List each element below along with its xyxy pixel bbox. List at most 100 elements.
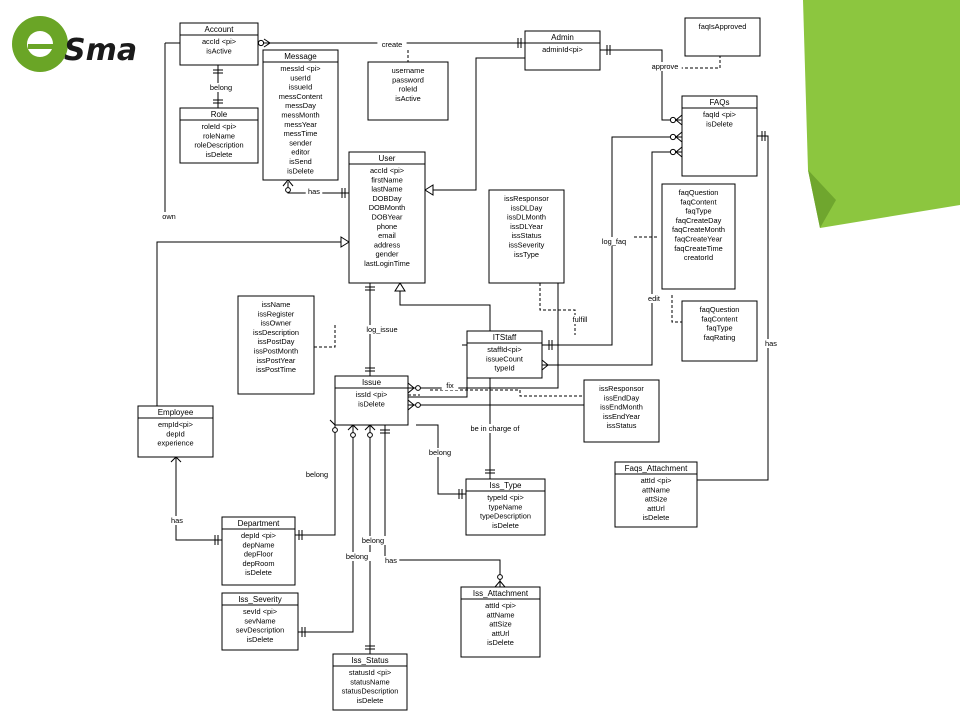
relationship-label-bg <box>302 470 332 479</box>
entity-iss-responsor[interactable]: issResponsorissDLDayissDLMonthissDLYeari… <box>488 189 565 284</box>
entity-attribute: messYear <box>284 120 317 129</box>
entity-box <box>221 516 296 586</box>
entity-issue-fields[interactable]: issNameissRegisterissOwnerissDescription… <box>237 295 315 395</box>
entity-attribute: DOBMonth <box>369 203 406 212</box>
entity-attribute: creatorId <box>684 253 713 262</box>
logo-text: Sma <box>64 33 137 68</box>
entity-box <box>466 330 543 379</box>
entity-attribute: faqType <box>685 207 711 216</box>
relationship-label-fix: fix <box>446 381 454 390</box>
esmart-logo: Sma <box>0 0 140 90</box>
entity-attribute: issStatus <box>607 421 637 430</box>
entity-box <box>488 189 565 284</box>
entity-attribute: issResponsor <box>599 384 644 393</box>
entity-box <box>179 107 259 164</box>
relationship-label-create: create <box>382 40 403 49</box>
relationship-label-be-in-charge-of: be in charge of <box>471 424 521 433</box>
entity-attribute: depName <box>242 540 274 549</box>
entity-title: Account <box>205 25 235 34</box>
relationship-label-bg <box>597 237 631 246</box>
entity-attribute: issType <box>514 250 539 259</box>
entity-attribute: staffId<pi> <box>487 345 521 354</box>
entity-faq-content[interactable]: faqQuestionfaqContentfaqTypefaqCreateDay… <box>661 183 736 290</box>
entity-attribute: depId <box>166 429 185 438</box>
entity-attribute: roleId <box>399 85 418 94</box>
relationship-label-belong-dept: belong <box>306 470 328 479</box>
entity-attribute: issPostTime <box>256 365 296 374</box>
entity-box <box>262 49 339 181</box>
entity-attribute: lastName <box>371 185 402 194</box>
entity-box <box>661 183 736 290</box>
entity-attribute: lastLoginTime <box>364 259 410 268</box>
entity-attribute: sevId <pi> <box>243 607 277 616</box>
entity-attribute: issRegister <box>258 309 295 318</box>
entity-attribute: issSeverity <box>509 241 545 250</box>
entity-faq-approved[interactable]: faqIsApproved <box>684 17 761 57</box>
entity-title: Iss_Type <box>489 481 522 490</box>
entity-attribute: typeName <box>489 502 523 511</box>
entity-attribute: attSize <box>489 620 512 629</box>
entity-title: Issue <box>362 378 382 387</box>
entity-attribute: messTime <box>284 129 318 138</box>
entity-attribute: username <box>392 66 425 75</box>
entity-attribute: sevName <box>244 616 275 625</box>
entity-attribute: faqIsApproved <box>699 22 747 31</box>
relationship-label-has-employee: has <box>171 516 183 525</box>
relationship-label-belong-status: belong <box>346 552 368 561</box>
entity-box <box>367 61 449 121</box>
entity-attribute: isDelete <box>206 150 233 159</box>
entity-attribute: gender <box>375 250 399 259</box>
relationship-label-bg <box>305 187 323 196</box>
entity-title: Iss_Status <box>351 656 388 665</box>
entity-attribute: empId<pi> <box>158 420 193 429</box>
entity-attribute: isDelete <box>643 513 670 522</box>
entity-box <box>179 22 259 66</box>
entity-attribute: attName <box>487 610 515 619</box>
entity-attribute: attSize <box>645 495 668 504</box>
relationship-label-approve: approve <box>652 62 679 71</box>
entity-attribute: roleId <pi> <box>202 122 237 131</box>
relationship-label-bg <box>648 62 682 71</box>
entity-attribute: issDescription <box>253 328 299 337</box>
entity-attribute: attId <pi> <box>641 476 672 485</box>
entity-attribute: isDelete <box>357 696 384 705</box>
entity-attribute: issDLYear <box>510 222 543 231</box>
relationship-label-bg <box>461 424 529 433</box>
entity-attribute: issueId <box>289 83 312 92</box>
entity-box <box>237 295 315 395</box>
entity-title: User <box>379 154 396 163</box>
relationship-label-bg <box>377 40 407 49</box>
entity-title: Iss_Attachment <box>473 589 529 598</box>
entity-attribute: experience <box>157 439 193 448</box>
entity-title: Admin <box>551 33 574 42</box>
relationship-label-bg <box>342 552 372 561</box>
entity-attribute: issEndYear <box>603 412 641 421</box>
entity-attribute: faqContent <box>701 314 737 323</box>
entity-attribute: messMonth <box>281 111 319 120</box>
entity-attribute: roleDescription <box>194 141 243 150</box>
relationship-label-has-message: has <box>308 187 320 196</box>
entity-title: Role <box>211 110 228 119</box>
entity-iss-end[interactable]: issResponsorissEndDayissEndMonthissEndYe… <box>583 379 660 443</box>
entity-attribute: issPostYear <box>257 356 296 365</box>
entity-attribute: messContent <box>279 92 323 101</box>
relationship-label-has-faqs: has <box>765 339 777 348</box>
entity-attribute: issId <pi> <box>356 390 388 399</box>
